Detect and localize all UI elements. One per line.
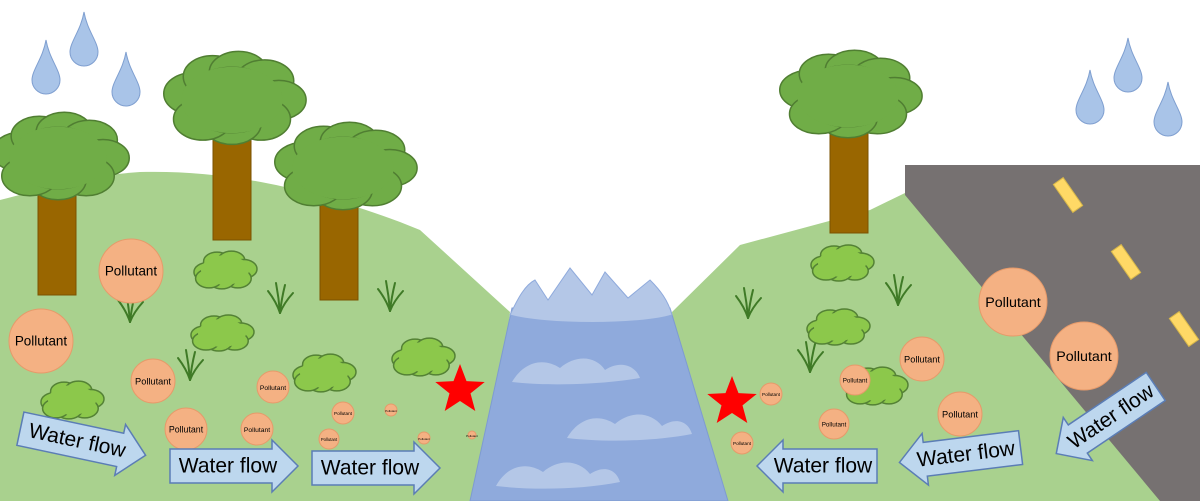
shrub-icon	[190, 314, 255, 352]
pollutant: Pollutant	[331, 401, 355, 425]
pollutant: Pollutant	[978, 267, 1048, 337]
pollutant-label: Pollutant	[418, 437, 430, 441]
pollutant: Pollutant	[759, 382, 783, 406]
water-flow-label: Water flow	[321, 457, 420, 480]
grass-icon	[177, 349, 204, 381]
tree-icon	[779, 49, 923, 234]
pollutant-label: Pollutant	[1056, 349, 1112, 365]
pollutant-label: Pollutant	[260, 385, 286, 392]
pollutant: Pollutant	[730, 431, 754, 455]
shrub-icon	[391, 337, 456, 377]
shrub-icon	[806, 308, 871, 346]
water-flow-arrows: Water flow Water flow Water flow Water flow…	[15, 371, 1167, 496]
pollutant-label: Pollutant	[843, 378, 868, 385]
pollutant: Pollutant	[256, 370, 290, 404]
road-dashes	[1052, 176, 1200, 348]
pollutant-label: Pollutant	[985, 295, 1041, 311]
stars	[435, 364, 757, 423]
pollutant: Pollutant	[466, 430, 478, 440]
pollutant: Pollutant	[384, 403, 398, 417]
pollutant-label: Pollutant	[105, 264, 158, 279]
grass-icon	[735, 287, 762, 319]
shrub-icon	[40, 380, 105, 420]
shrubs	[40, 244, 909, 420]
pollutant-label: Pollutant	[385, 409, 397, 413]
shrub-icon	[193, 250, 258, 290]
pollutant: Pollutant	[1049, 321, 1119, 391]
pollutant: Pollutant	[130, 358, 176, 404]
shrub-icon	[292, 353, 357, 393]
pollutant-label: Pollutant	[904, 354, 940, 364]
tree-icon	[163, 50, 307, 241]
arrow-icon: Water flow	[755, 438, 878, 494]
pollutant-label: Pollutant	[822, 422, 847, 429]
pollutant-label: Pollutant	[244, 427, 270, 434]
pollutant: Pollutant	[839, 364, 871, 396]
river-waves	[496, 358, 692, 489]
grass-icon	[885, 274, 912, 306]
pollutant: Pollutant	[318, 428, 340, 450]
arrow-icon: Water flow	[311, 440, 442, 496]
pollutants: PollutantPollutantPollutantPollutantPoll…	[8, 238, 1119, 455]
star-icon	[707, 376, 757, 423]
water-flow-label: Water flow	[774, 455, 873, 478]
grass-tufts	[117, 274, 912, 381]
arrow-icon: Water flow	[898, 429, 1024, 487]
pollutant: Pollutant	[417, 431, 431, 445]
arrow-icon: Water flow	[169, 438, 300, 494]
pollutant: Pollutant	[240, 412, 274, 446]
pollutant-label: Pollutant	[15, 334, 68, 349]
pollutant-label: Pollutant	[169, 424, 204, 434]
tree-icon	[0, 111, 130, 296]
raindrop-icon	[1113, 37, 1143, 93]
grass-icon	[267, 282, 294, 314]
pollutant-label: Pollutant	[321, 437, 338, 442]
star-icon	[435, 364, 485, 411]
tree-icon	[274, 121, 418, 301]
raindrop-icon	[31, 39, 61, 95]
raindrop-icon	[1075, 69, 1105, 125]
pollutant: Pollutant	[937, 391, 983, 437]
pollutant: Pollutant	[164, 407, 208, 451]
raindrop-icon	[69, 11, 99, 67]
water-flow-label: Water flow	[179, 455, 278, 478]
trees	[0, 49, 923, 301]
pollutant-label: Pollutant	[942, 409, 978, 419]
pollutant: Pollutant	[818, 408, 850, 440]
pollutant-label: Pollutant	[762, 392, 781, 397]
raindrop-icon	[1153, 81, 1183, 137]
pollutant: Pollutant	[8, 308, 74, 374]
raindrop-icon	[111, 51, 141, 107]
grass-icon	[377, 280, 404, 312]
pollutant: Pollutant	[899, 336, 945, 382]
pollutant-label: Pollutant	[135, 376, 171, 386]
shrub-icon	[810, 244, 875, 282]
pollutant: Pollutant	[98, 238, 164, 304]
river-source	[509, 267, 673, 323]
pollutant-label: Pollutant	[466, 434, 478, 438]
pollutant-label: Pollutant	[733, 441, 752, 446]
grass-icon	[797, 341, 824, 373]
raindrops	[31, 11, 1183, 137]
pollutant-label: Pollutant	[334, 411, 353, 416]
